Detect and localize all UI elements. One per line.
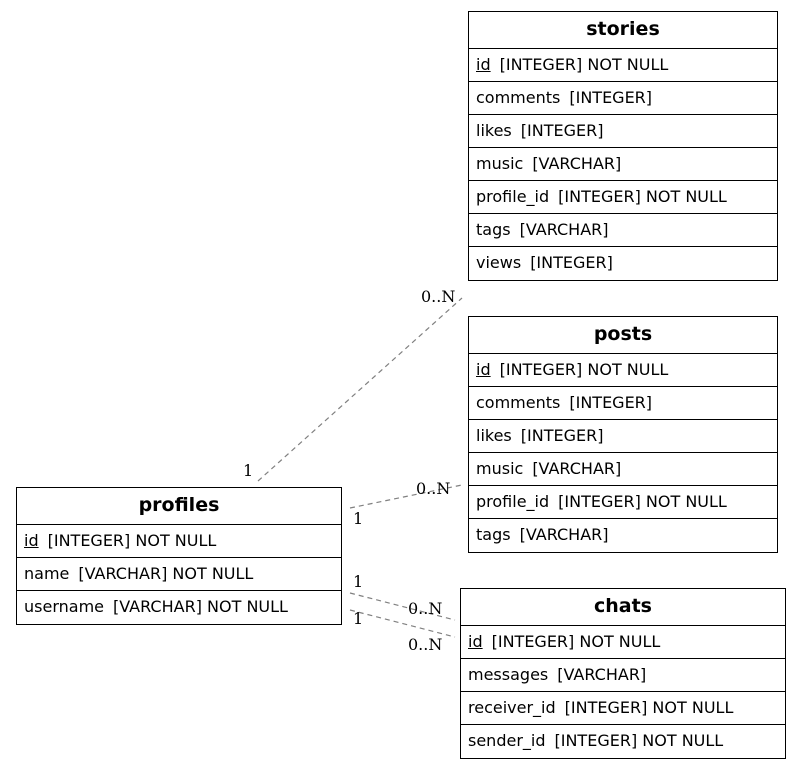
field-name: name xyxy=(24,564,70,583)
field-type: [INTEGER] xyxy=(520,121,604,140)
field-name: music xyxy=(476,154,524,173)
field-name: username xyxy=(24,597,104,616)
field-type: [INTEGER] xyxy=(569,88,653,107)
entity-chats[interactable]: chats id [INTEGER] NOT NULL messages [VARC… xyxy=(460,588,786,759)
field-row: id [INTEGER] NOT NULL xyxy=(469,354,777,387)
field-type: [INTEGER] NOT NULL xyxy=(47,531,217,550)
relation-profiles-chats-2 xyxy=(349,609,456,638)
field-type: [VARCHAR] xyxy=(519,220,609,239)
relation-profiles-stories xyxy=(257,297,463,482)
field-name: id xyxy=(476,55,491,74)
field-row: music [VARCHAR] xyxy=(469,453,777,486)
field-row: messages [VARCHAR] xyxy=(461,659,785,692)
field-type: [VARCHAR] xyxy=(557,665,647,684)
field-row: tags [VARCHAR] xyxy=(469,214,777,247)
field-name: profile_id xyxy=(476,492,550,511)
field-name: likes xyxy=(476,426,512,445)
field-name: views xyxy=(476,253,522,272)
field-name: tags xyxy=(476,525,511,544)
field-type: [INTEGER] NOT NULL xyxy=(558,492,727,511)
field-type: [VARCHAR] xyxy=(532,459,622,478)
field-type: [INTEGER] NOT NULL xyxy=(558,187,727,206)
field-name: sender_id xyxy=(468,731,546,750)
field-row: id [INTEGER] NOT NULL xyxy=(461,626,785,659)
field-type: [INTEGER] NOT NULL xyxy=(491,632,661,651)
field-type: [INTEGER] NOT NULL xyxy=(554,731,724,750)
field-type: [VARCHAR] xyxy=(519,525,609,544)
field-type: [VARCHAR] NOT NULL xyxy=(78,564,254,583)
field-row: username [VARCHAR] NOT NULL xyxy=(17,591,341,624)
field-name: messages xyxy=(468,665,549,684)
field-name: tags xyxy=(476,220,511,239)
entity-title: stories xyxy=(469,12,777,49)
field-row: tags [VARCHAR] xyxy=(469,519,777,552)
cardinality-posts-many: 0..N xyxy=(416,479,450,498)
field-row: likes [INTEGER] xyxy=(469,115,777,148)
field-type: [INTEGER] xyxy=(569,393,653,412)
cardinality-chats-1-one: 1 xyxy=(353,572,363,591)
field-type: [INTEGER] xyxy=(530,253,613,272)
field-row: comments [INTEGER] xyxy=(469,387,777,420)
relation-profiles-chats-1 xyxy=(349,592,456,621)
entity-title: posts xyxy=(469,317,777,354)
field-name: id xyxy=(468,632,483,651)
field-name: id xyxy=(24,531,39,550)
entity-posts[interactable]: posts id [INTEGER] NOT NULL comments [INTE… xyxy=(468,316,778,553)
field-row: comments [INTEGER] xyxy=(469,82,777,115)
cardinality-chats-2-one: 1 xyxy=(353,609,363,628)
field-type: [VARCHAR] xyxy=(532,154,622,173)
field-row: views [INTEGER] xyxy=(469,247,777,280)
field-type: [VARCHAR] NOT NULL xyxy=(113,597,288,616)
cardinality-chats-2-many: 0..N xyxy=(408,635,442,654)
field-type: [INTEGER] xyxy=(520,426,604,445)
field-row: id [INTEGER] NOT NULL xyxy=(469,49,777,82)
cardinality-stories-one: 1 xyxy=(243,461,253,480)
field-name: likes xyxy=(476,121,512,140)
field-name: comments xyxy=(476,88,561,107)
field-name: profile_id xyxy=(476,187,550,206)
field-row: name [VARCHAR] NOT NULL xyxy=(17,558,341,591)
entity-profiles[interactable]: profiles id [INTEGER] NOT NULL name [VARCH… xyxy=(16,487,342,625)
field-row: profile_id [INTEGER] NOT NULL xyxy=(469,486,777,519)
entity-title: profiles xyxy=(17,488,341,525)
cardinality-stories-many: 0..N xyxy=(421,287,455,306)
field-type: [INTEGER] NOT NULL xyxy=(564,698,734,717)
field-row: music [VARCHAR] xyxy=(469,148,777,181)
field-row: likes [INTEGER] xyxy=(469,420,777,453)
cardinality-posts-one: 1 xyxy=(353,509,363,528)
entity-stories[interactable]: stories id [INTEGER] NOT NULL comments [IN… xyxy=(468,11,778,281)
field-name: receiver_id xyxy=(468,698,556,717)
field-name: comments xyxy=(476,393,561,412)
field-type: [INTEGER] NOT NULL xyxy=(499,360,669,379)
field-row: id [INTEGER] NOT NULL xyxy=(17,525,341,558)
entity-title: chats xyxy=(461,589,785,626)
field-row: sender_id [INTEGER] NOT NULL xyxy=(461,725,785,758)
field-row: profile_id [INTEGER] NOT NULL xyxy=(469,181,777,214)
field-name: id xyxy=(476,360,491,379)
field-row: receiver_id [INTEGER] NOT NULL xyxy=(461,692,785,725)
field-name: music xyxy=(476,459,524,478)
relation-profiles-posts xyxy=(349,484,463,509)
field-type: [INTEGER] NOT NULL xyxy=(499,55,669,74)
cardinality-chats-1-many: 0..N xyxy=(408,599,442,618)
